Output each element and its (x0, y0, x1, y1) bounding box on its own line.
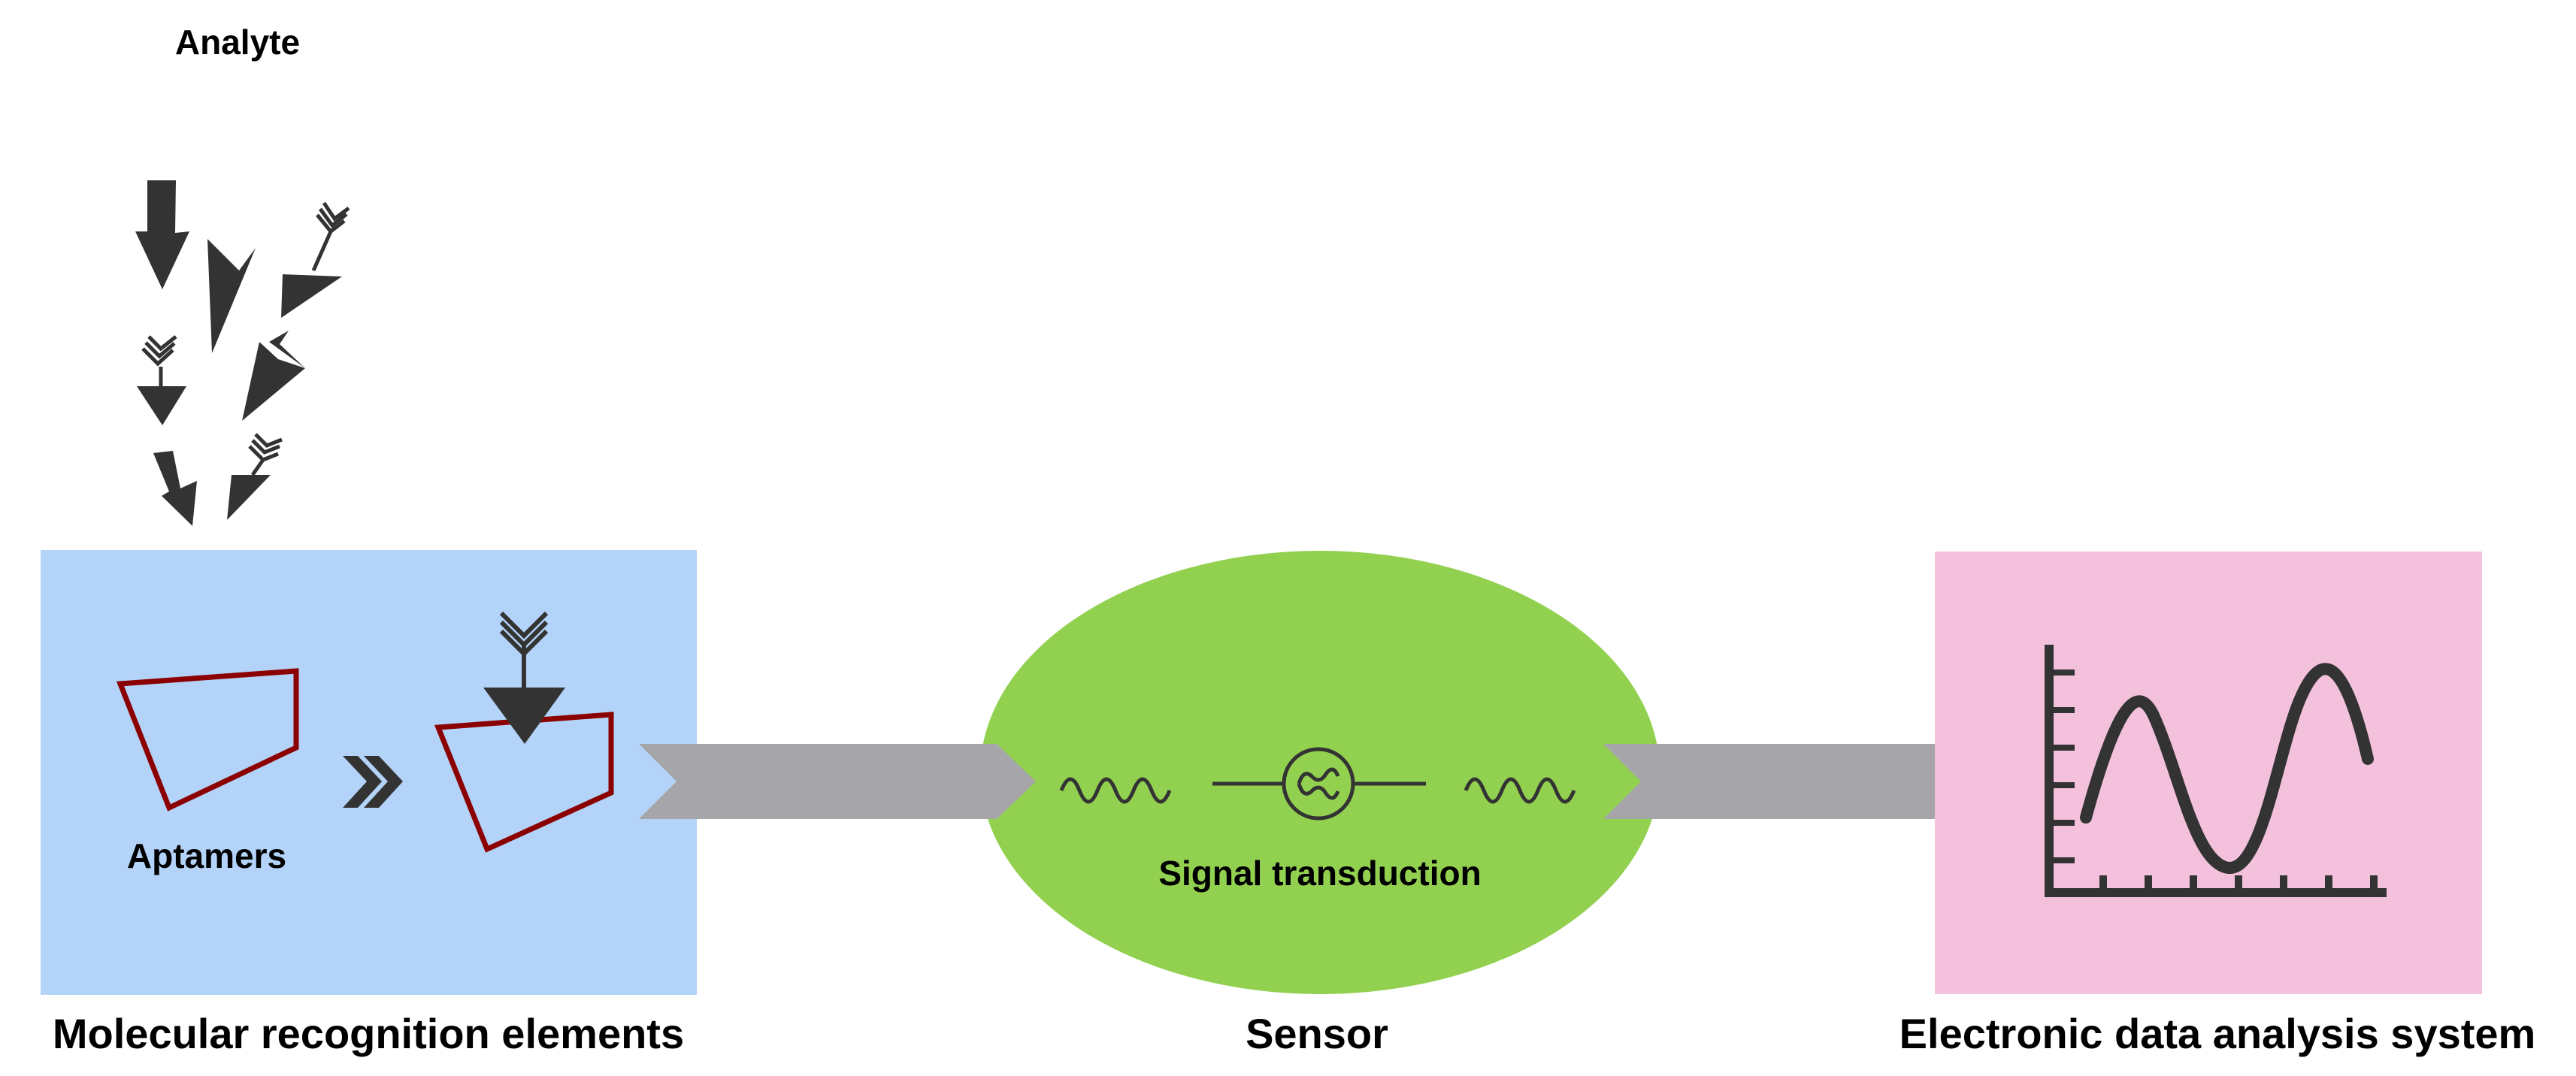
signal-transduction-label: Signal transduction (1158, 854, 1481, 893)
sensor-label: Sensor (1246, 1010, 1388, 1057)
plot-x-ticks (2099, 875, 2378, 893)
input-wave-icon (1059, 777, 1172, 804)
analyte-arrow-icon (281, 201, 350, 318)
molecular-recognition-label: Molecular recognition elements (53, 1010, 684, 1057)
bound-analyte-icon (483, 611, 565, 744)
ac-source-icon (1212, 747, 1426, 821)
aptamer-shape (116, 668, 299, 812)
aptamers-label: Aptamers (127, 836, 286, 875)
analysis-panel (1935, 552, 2482, 994)
plot-curve (2080, 663, 2374, 874)
analyte-arrow-icon (207, 239, 256, 353)
process-arrow-2 (1603, 744, 1999, 819)
analyte-arrows (135, 180, 350, 526)
analyte-arrow-icon (135, 180, 189, 289)
plot-y-ticks (2049, 669, 2075, 863)
aptamer-bound-shape (434, 712, 614, 853)
sensor-ellipse (980, 551, 1660, 994)
analyte-arrow-icon (153, 451, 197, 526)
double-chevron-icon (343, 756, 403, 808)
sine-wave-plot-icon (2045, 645, 2387, 897)
process-arrow-1 (639, 744, 1036, 819)
analyte-label: Analyte (175, 23, 300, 62)
analyte-arrow-icon (242, 342, 305, 421)
analyte-arrow-icon (269, 331, 305, 368)
data-analysis-label: Electronic data analysis system (1899, 1010, 2536, 1057)
analyte-arrow-icon (137, 335, 186, 425)
output-wave-icon (1464, 777, 1576, 804)
analyte-arrow-icon (227, 433, 283, 520)
